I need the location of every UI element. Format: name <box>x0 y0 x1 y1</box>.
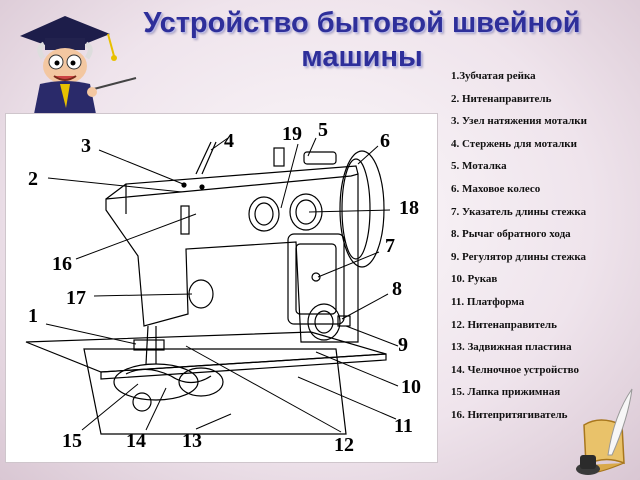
legend-item: 11. Платформа <box>451 295 525 308</box>
legend-item: 3. Узел натяжения моталки <box>451 115 587 128</box>
callout-13: 13 <box>182 430 202 452</box>
legend-item: 8. Рычаг обратного хода <box>451 228 571 241</box>
callout-8: 8 <box>392 278 402 300</box>
leader-1 <box>45 323 137 345</box>
callout-2: 2 <box>28 168 38 190</box>
title-line-2: машины <box>301 41 423 73</box>
front-panel <box>287 233 345 325</box>
handwheel-shape <box>339 150 385 268</box>
callout-15: 15 <box>62 430 82 452</box>
legend-item: 16. Нитепритягиватель <box>451 408 568 421</box>
leader-13 <box>195 413 232 430</box>
callout-18: 18 <box>399 197 419 219</box>
callout-3: 3 <box>81 135 91 157</box>
quill-scroll-icon <box>576 388 633 475</box>
legend-item: 6. Маховое колесо <box>451 182 541 195</box>
legend-item: 4. Стержень для моталки <box>451 137 577 150</box>
leader-8 <box>341 293 389 320</box>
callout-7: 7 <box>385 235 395 257</box>
callout-11: 11 <box>394 415 413 437</box>
callout-14: 14 <box>126 430 146 452</box>
leader-7 <box>317 251 380 278</box>
legend-item: 14. Челночное устройство <box>451 363 580 376</box>
sewing-machine-diagram: 1 2 3 4 19 5 6 18 7 16 17 8 9 10 11 12 1… <box>5 113 438 463</box>
callout-10: 10 <box>401 376 421 398</box>
leader-5 <box>307 137 317 157</box>
leader-4 <box>210 137 229 151</box>
leader-2 <box>47 177 183 193</box>
tension-knob-left <box>248 196 280 232</box>
leader-17 <box>93 293 193 297</box>
legend-item: 10. Рукав <box>451 273 498 286</box>
leader-10 <box>315 351 399 387</box>
leader-6 <box>357 145 379 165</box>
legend-item: 9. Регулятор длины стежка <box>451 250 586 263</box>
legend-item: 1.Зубчатая рейка <box>451 70 536 82</box>
sewing-machine-drawing <box>25 137 399 435</box>
professor-mascot-icon <box>20 16 137 114</box>
callout-16: 16 <box>52 253 72 275</box>
callout-17: 17 <box>66 287 86 309</box>
callout-1: 1 <box>28 305 38 327</box>
leader-19 <box>280 143 299 209</box>
callout-5: 5 <box>318 119 328 141</box>
legend-item: 2. Нитенаправитель <box>451 92 552 105</box>
callout-12: 12 <box>334 434 354 456</box>
leader-11 <box>297 376 397 420</box>
legend-item: 13. Задвижная пластина <box>451 341 572 354</box>
callout-6: 6 <box>380 130 390 152</box>
slide-title: Устройство бытовой швейной машины <box>112 6 612 74</box>
leader-16 <box>75 213 197 260</box>
legend-item: 7. Указатель длины стежка <box>451 205 587 218</box>
callout-19: 19 <box>282 123 302 145</box>
leader-3 <box>98 149 184 185</box>
platform-opening <box>83 348 347 435</box>
leader-9 <box>345 325 399 347</box>
title-line-1: Устройство бытовой швейной <box>143 7 581 39</box>
parts-legend: 1.Зубчатая рейка 2. Нитенаправитель 3. У… <box>451 65 637 427</box>
leader-14 <box>145 387 167 431</box>
leader-15 <box>81 383 139 431</box>
legend-item: 15. Лапка прижимная <box>451 386 561 399</box>
platform-front <box>100 353 387 380</box>
legend-item: 12. Нитенаправитель <box>451 318 557 331</box>
leader-18 <box>308 209 391 213</box>
leader-12 <box>185 345 342 433</box>
callout-4: 4 <box>224 130 234 152</box>
callout-9: 9 <box>398 334 408 356</box>
machine-arm <box>105 173 359 343</box>
stitch-regulator-knob <box>307 303 341 341</box>
legend-item: 5. Моталка <box>451 160 507 173</box>
thread-guide-knob <box>188 279 214 309</box>
